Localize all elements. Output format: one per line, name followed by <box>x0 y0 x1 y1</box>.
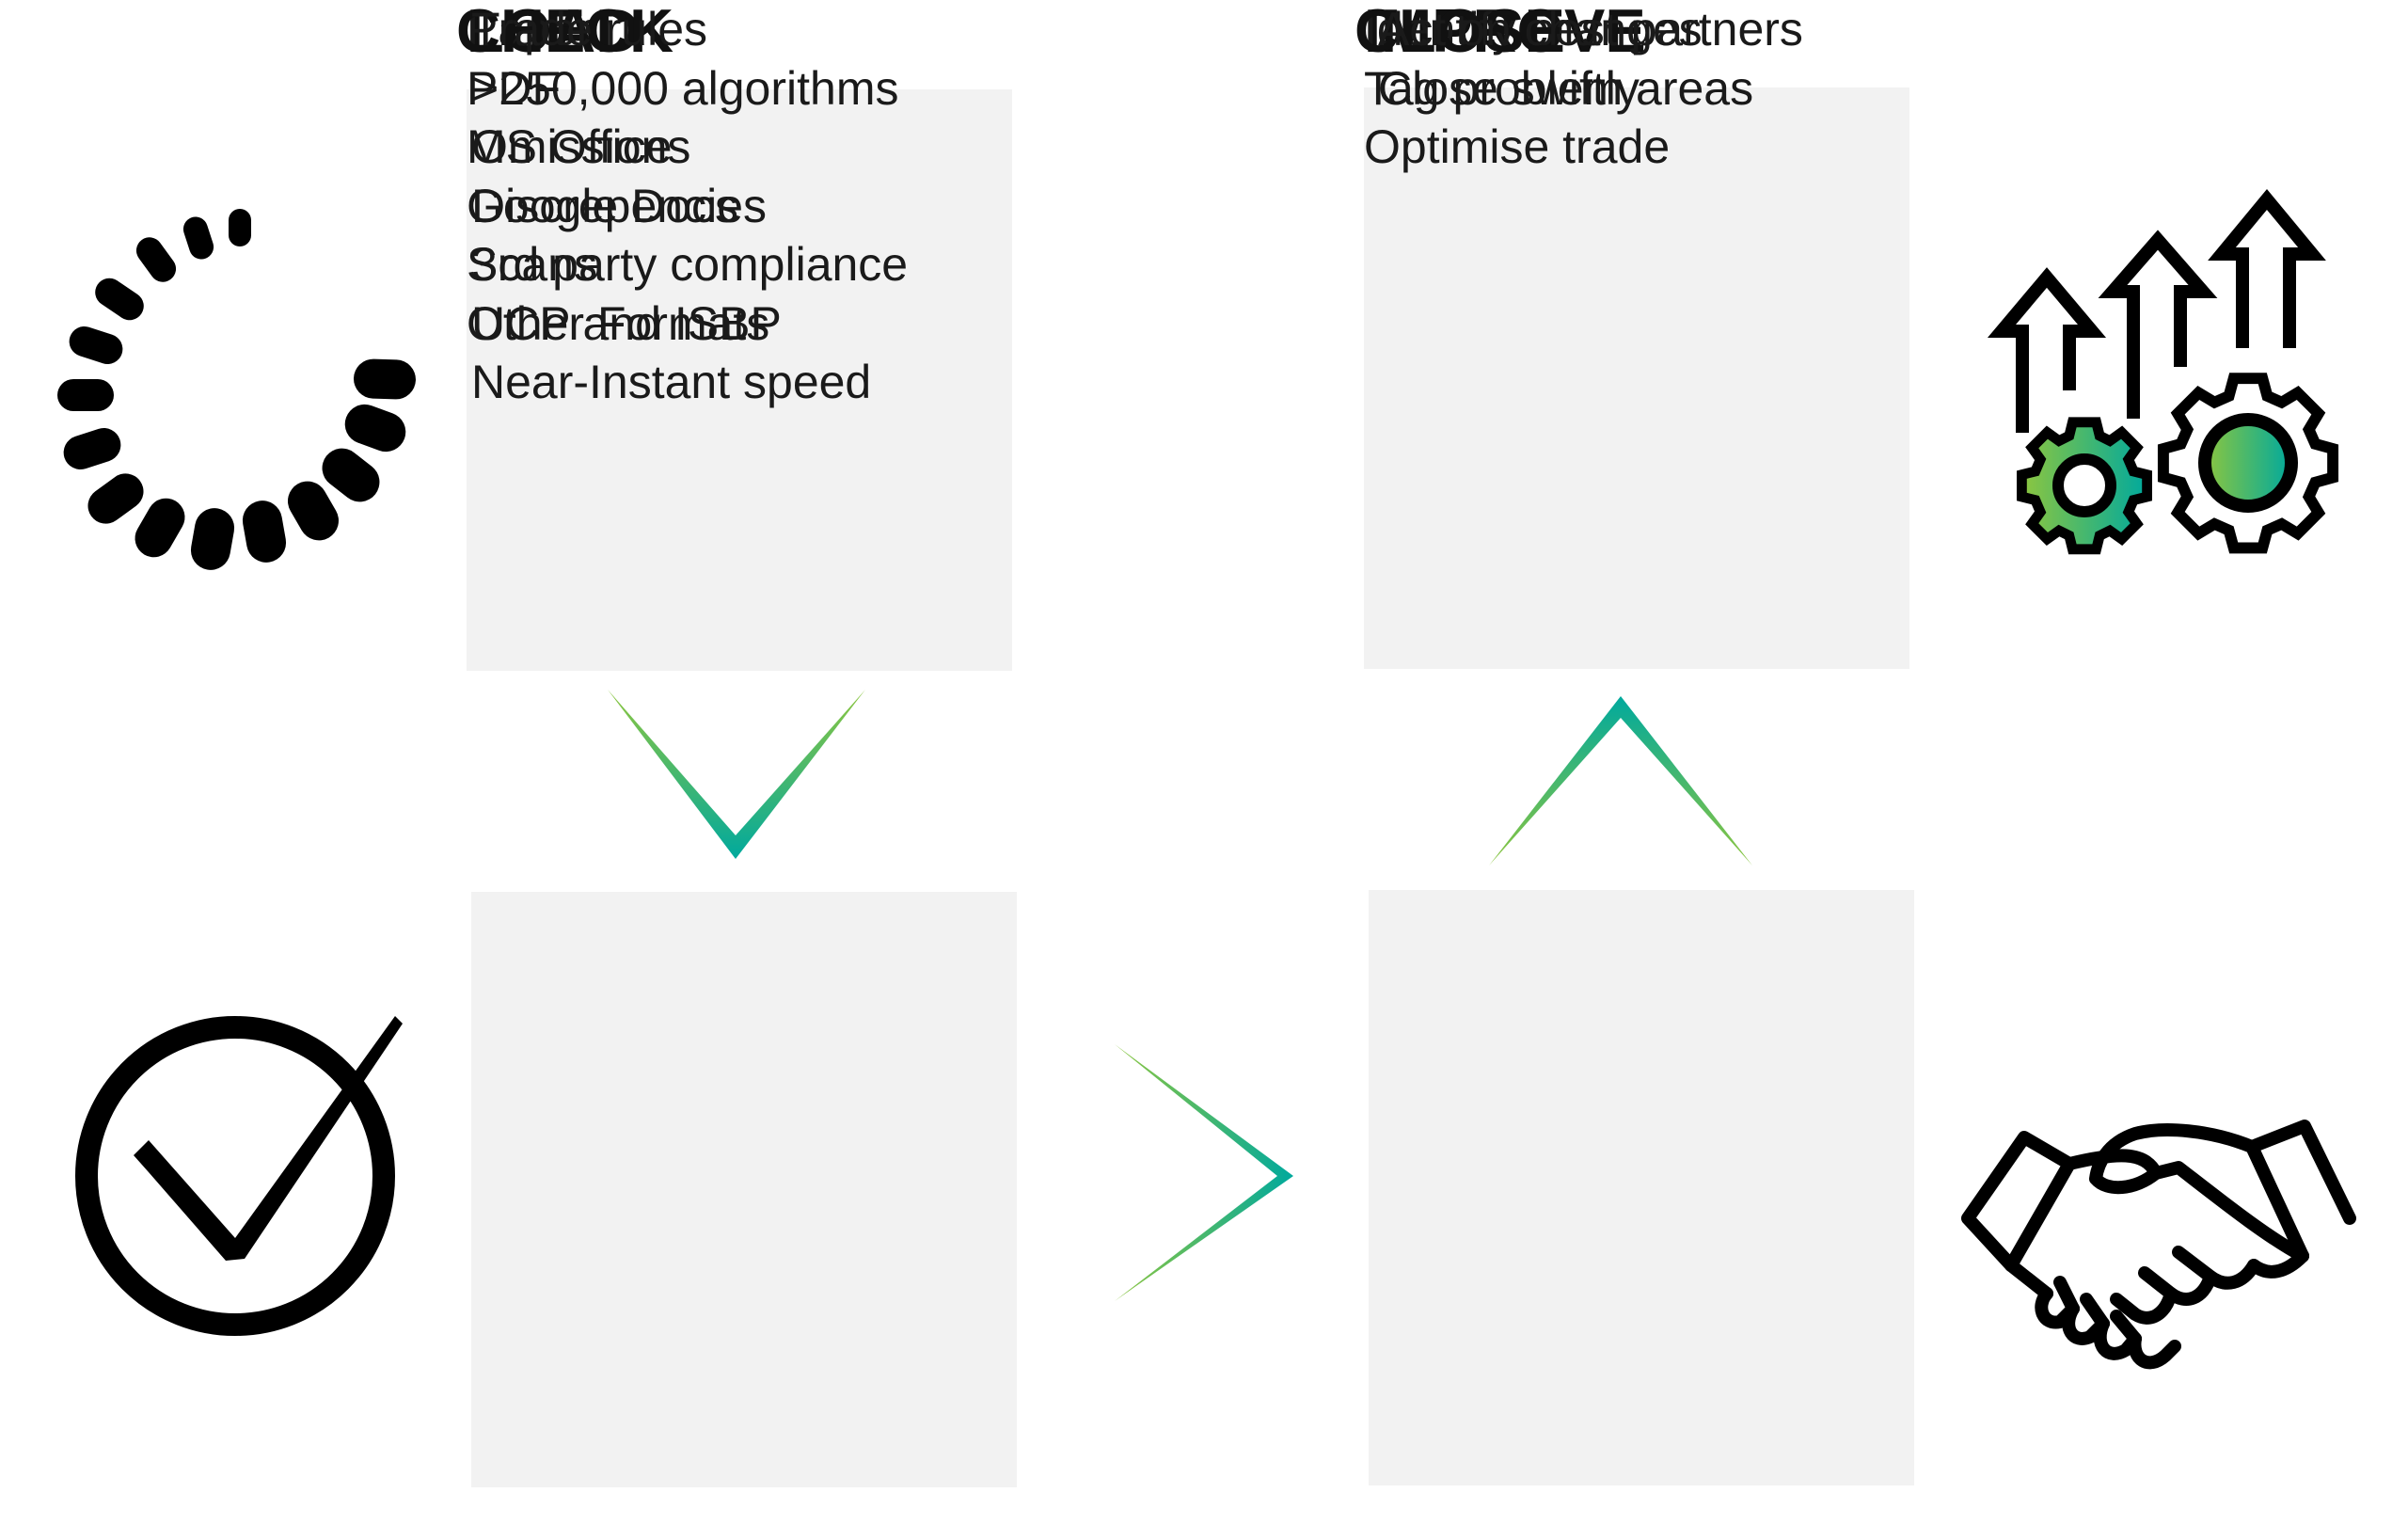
step-item: 3rd party compliance <box>471 238 909 291</box>
step-title-check: CHECK <box>456 0 674 65</box>
step-item: Trade rules <box>471 3 708 56</box>
step-item: Optimise trade <box>1364 120 1671 173</box>
step-box-improve <box>1364 87 1909 669</box>
step-item: Act on changes <box>1378 3 1703 56</box>
step-items-check: Trade rules >250,000 algorithms Omission… <box>471 0 1017 412</box>
step-item: UCP and ISBP <box>471 296 782 350</box>
loading-spinner-icon <box>56 198 433 593</box>
step-item: Tag problem areas <box>1364 61 1754 115</box>
step-items-load: Paper PDF MS Office Google Docs Scans Ot… <box>467 0 1012 353</box>
step-item: PDF <box>467 61 561 115</box>
handshake-icon <box>1956 1115 2361 1378</box>
step-box-close <box>1369 890 1914 1485</box>
flow-arrow-up <box>1484 691 1757 870</box>
step-item: Other Formats <box>467 296 770 350</box>
step-item: MS Office <box>467 120 673 173</box>
step-items-improve: Identify best partners Tag problem areas… <box>1364 0 1909 177</box>
step-title-load: LOAD <box>467 0 641 65</box>
step-items-close: Act on changes Close swiftly <box>1378 0 1924 118</box>
gears-arrows-up-icon <box>1966 188 2361 564</box>
step-box-check <box>471 892 1017 1487</box>
step-item: Identify best partners <box>1364 3 1803 56</box>
step-item: Scans <box>467 238 597 291</box>
step-title-improve: IMPROVE <box>1364 0 1646 65</box>
step-item: Discrepencies <box>471 179 768 232</box>
step-item: Google Docs <box>467 179 739 232</box>
step-item: >250,000 algorithms <box>471 61 899 115</box>
step-box-load <box>467 89 1012 671</box>
step-title-close: CLOSE <box>1354 0 1565 65</box>
step-item: Close swiftly <box>1378 61 1640 115</box>
step-item: Paper <box>467 3 593 56</box>
step-item: Omissions <box>471 120 691 173</box>
step-item: Near-Instant speed <box>471 356 872 408</box>
flow-arrow-down <box>602 685 875 864</box>
flow-arrow-right <box>1110 1040 1298 1303</box>
checkmark-circle-icon <box>75 1007 414 1345</box>
